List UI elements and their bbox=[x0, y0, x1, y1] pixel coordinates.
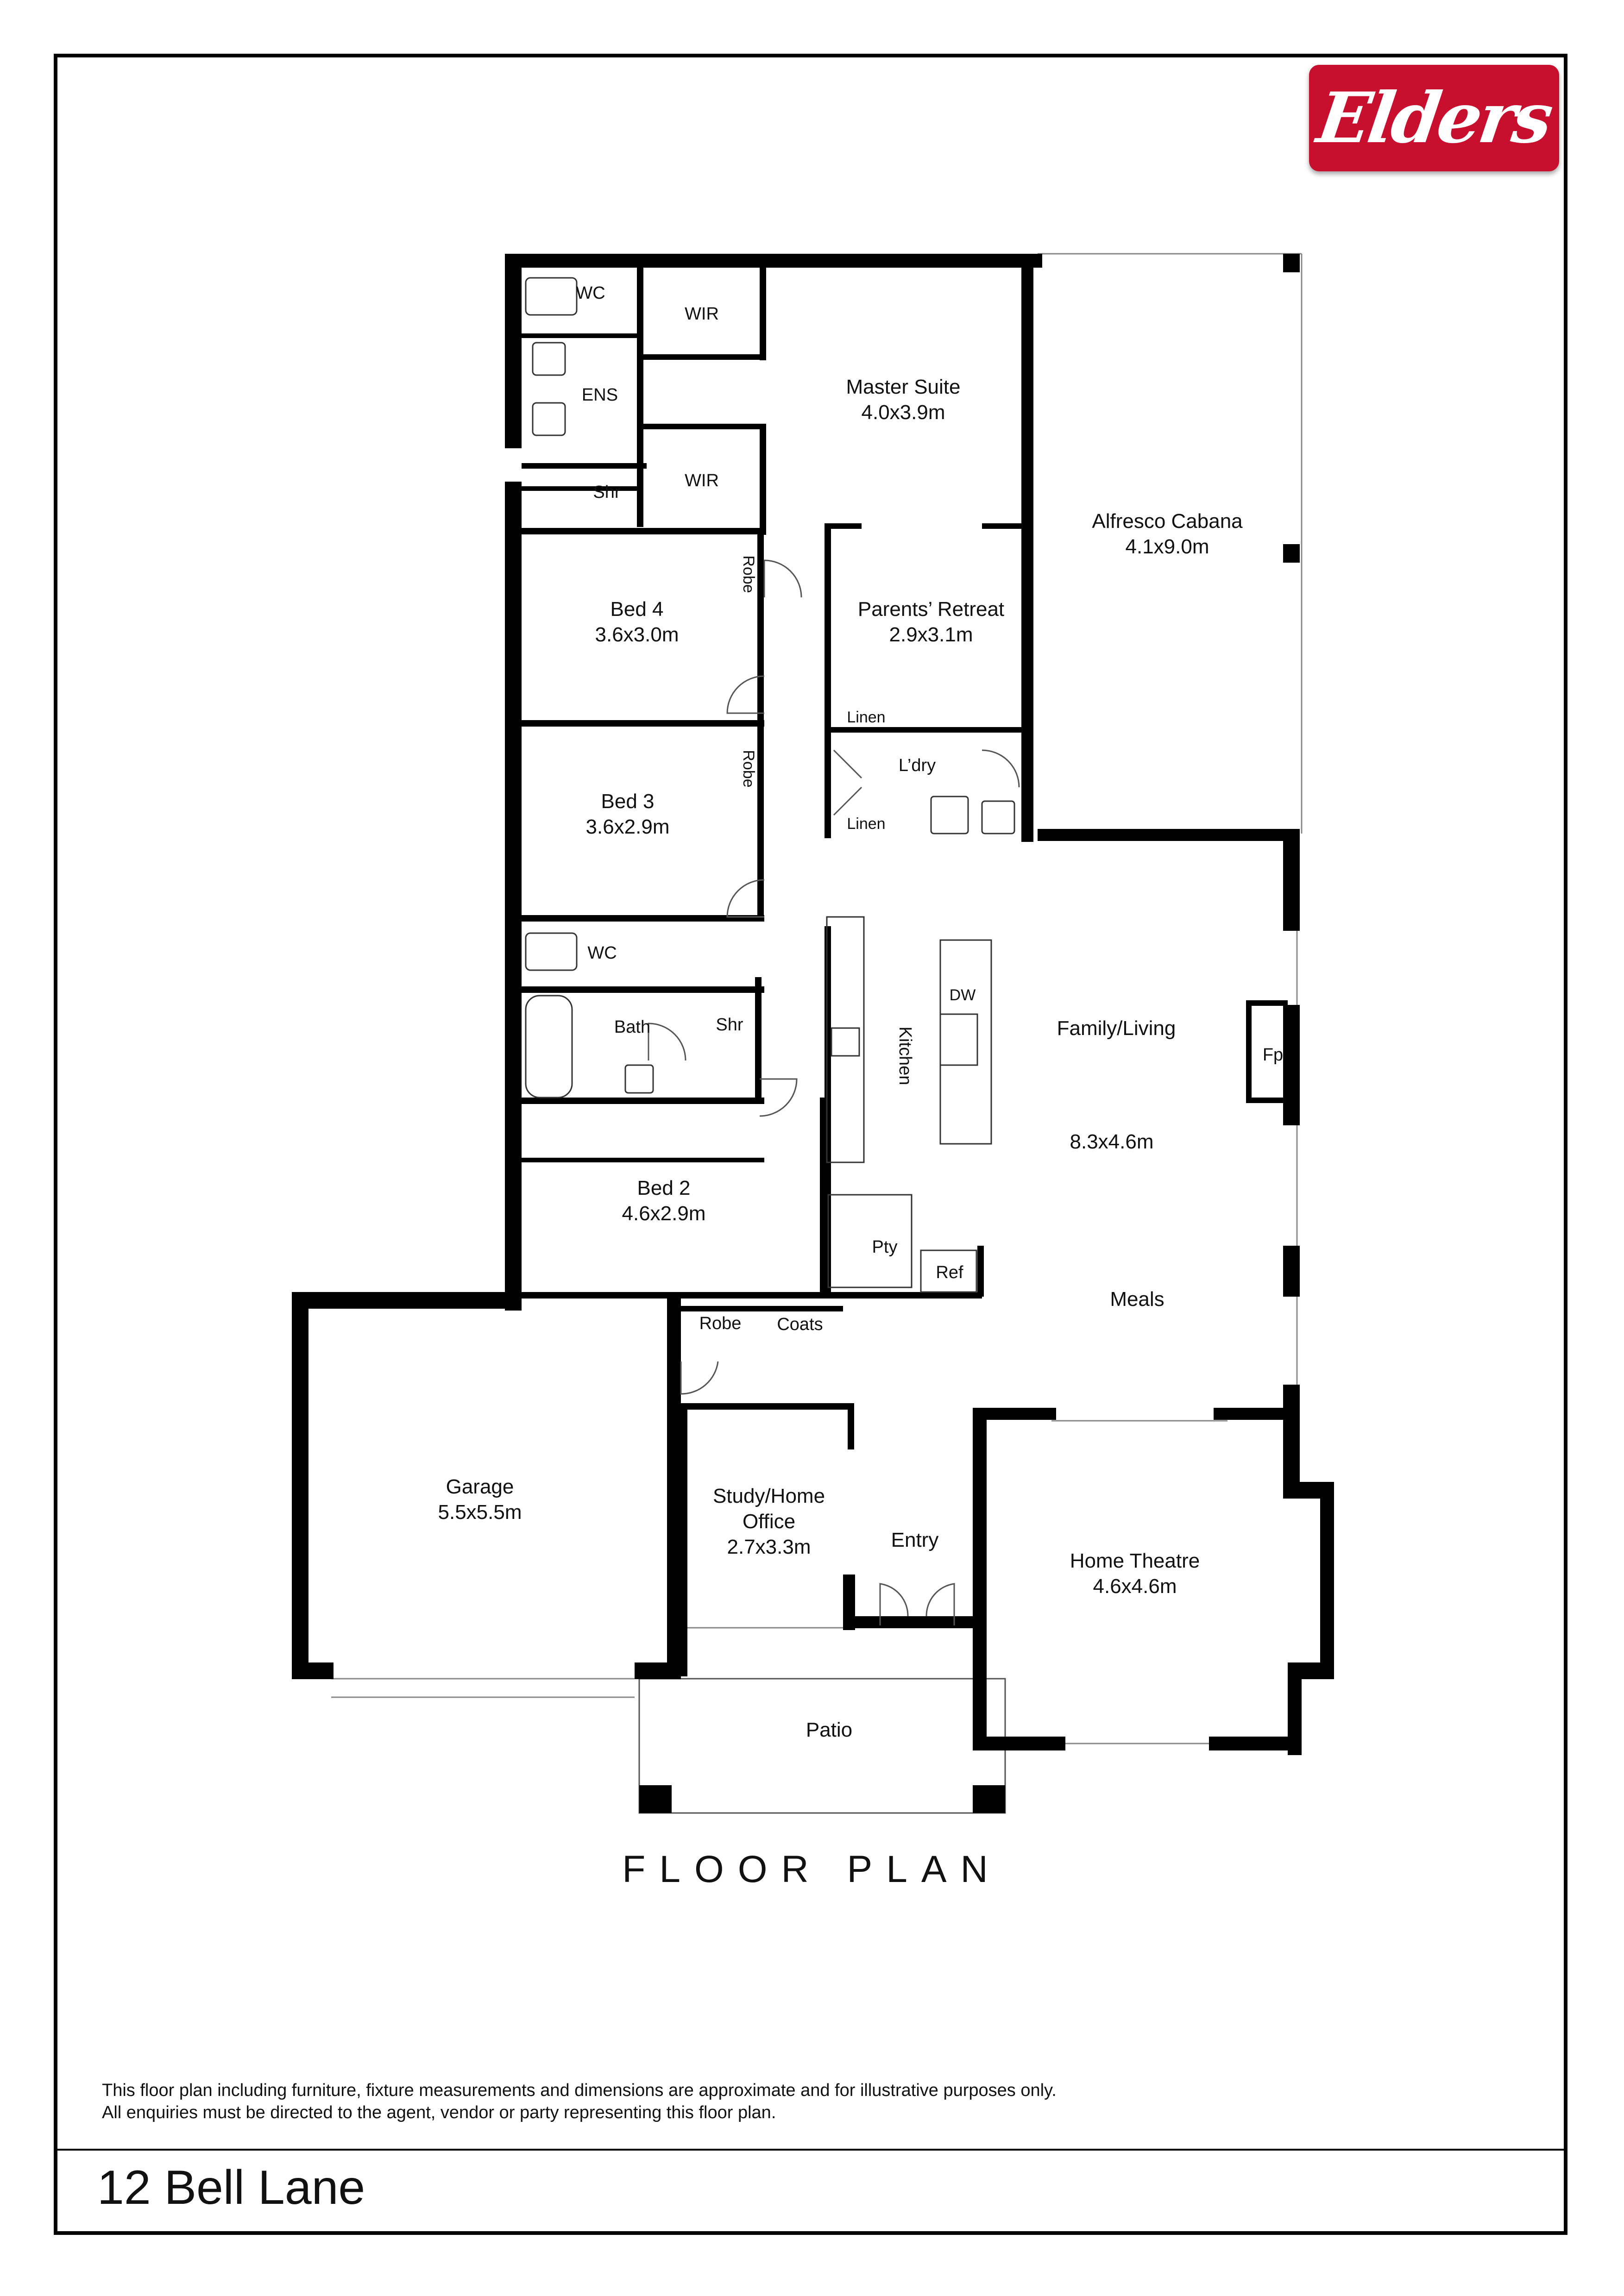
interior-walls bbox=[505, 268, 1288, 1676]
label-bed2-size: 4.6x2.9m bbox=[622, 1202, 706, 1225]
label-alfresco-size: 4.1x9.0m bbox=[1126, 535, 1209, 558]
label-alfresco-name: Alfresco Cabana bbox=[1092, 510, 1243, 533]
label-study-size: 2.7x3.3m bbox=[727, 1536, 811, 1558]
label-wir-bottom: WIR bbox=[685, 471, 719, 490]
label-wc-top: WC bbox=[576, 283, 605, 303]
label-theatre-name: Home Theatre bbox=[1070, 1549, 1200, 1572]
label-garage-name: Garage bbox=[446, 1475, 514, 1498]
label-meals: Meals bbox=[1110, 1288, 1164, 1311]
label-wir-top: WIR bbox=[685, 304, 719, 324]
label-bath: Bath bbox=[614, 1017, 650, 1037]
label-study-line1: Study/Home bbox=[713, 1485, 825, 1507]
elders-logo: Elders bbox=[1309, 65, 1559, 171]
label-robe-bed3: Robe bbox=[740, 750, 757, 787]
footer-divider bbox=[54, 2149, 1567, 2151]
label-bed4-size: 3.6x3.0m bbox=[595, 623, 679, 646]
label-bed3-name: Bed 3 bbox=[601, 790, 655, 813]
label-bed3-size: 3.6x2.9m bbox=[586, 816, 670, 838]
label-wc-mid: WC bbox=[587, 943, 617, 963]
label-master-size: 4.0x3.9m bbox=[862, 401, 945, 424]
label-robe-hall: Robe bbox=[699, 1314, 742, 1333]
label-family-size: 8.3x4.6m bbox=[1070, 1130, 1154, 1153]
label-robe-bed4: Robe bbox=[740, 555, 757, 593]
label-patio: Patio bbox=[806, 1719, 852, 1741]
disclaimer: This floor plan including furniture, fix… bbox=[102, 2079, 1057, 2124]
label-pty: Pty bbox=[872, 1237, 898, 1257]
fixtures bbox=[525, 277, 1015, 1293]
label-laundry: L’dry bbox=[899, 756, 936, 775]
label-retreat-name: Parents’ Retreat bbox=[858, 598, 1004, 621]
label-shr-mid: Shr bbox=[716, 1015, 743, 1035]
label-bed4-name: Bed 4 bbox=[611, 598, 664, 621]
disclaimer-line-2: All enquiries must be directed to the ag… bbox=[102, 2103, 776, 2122]
label-fp: Fp bbox=[1263, 1045, 1283, 1065]
label-bed2-name: Bed 2 bbox=[637, 1177, 691, 1199]
page-frame bbox=[54, 54, 1567, 2235]
property-address: 12 Bell Lane bbox=[97, 2161, 365, 2214]
label-shr-top: Shr bbox=[593, 483, 620, 502]
label-master-name: Master Suite bbox=[846, 376, 961, 398]
label-family-name: Family/Living bbox=[1057, 1017, 1176, 1040]
walls bbox=[292, 254, 1334, 1813]
plan-title: FLOOR PLAN bbox=[622, 1848, 1002, 1890]
label-retreat-size: 2.9x3.1m bbox=[889, 623, 973, 646]
label-linen-bottom: Linen bbox=[847, 815, 885, 833]
label-garage-size: 5.5x5.5m bbox=[438, 1501, 522, 1524]
label-ens: ENS bbox=[582, 385, 618, 405]
label-theatre-size: 4.6x4.6m bbox=[1093, 1575, 1177, 1598]
patio-outline bbox=[638, 1678, 1006, 1814]
label-study-line2: Office bbox=[743, 1510, 795, 1533]
label-ref: Ref bbox=[936, 1263, 963, 1282]
disclaimer-line-1: This floor plan including furniture, fix… bbox=[102, 2081, 1057, 2100]
label-kitchen: Kitchen bbox=[895, 1027, 915, 1085]
label-dw: DW bbox=[950, 986, 976, 1004]
label-entry: Entry bbox=[891, 1529, 939, 1551]
label-coats: Coats bbox=[777, 1315, 823, 1334]
label-linen-top: Linen bbox=[847, 709, 885, 726]
doors bbox=[648, 559, 1020, 1625]
